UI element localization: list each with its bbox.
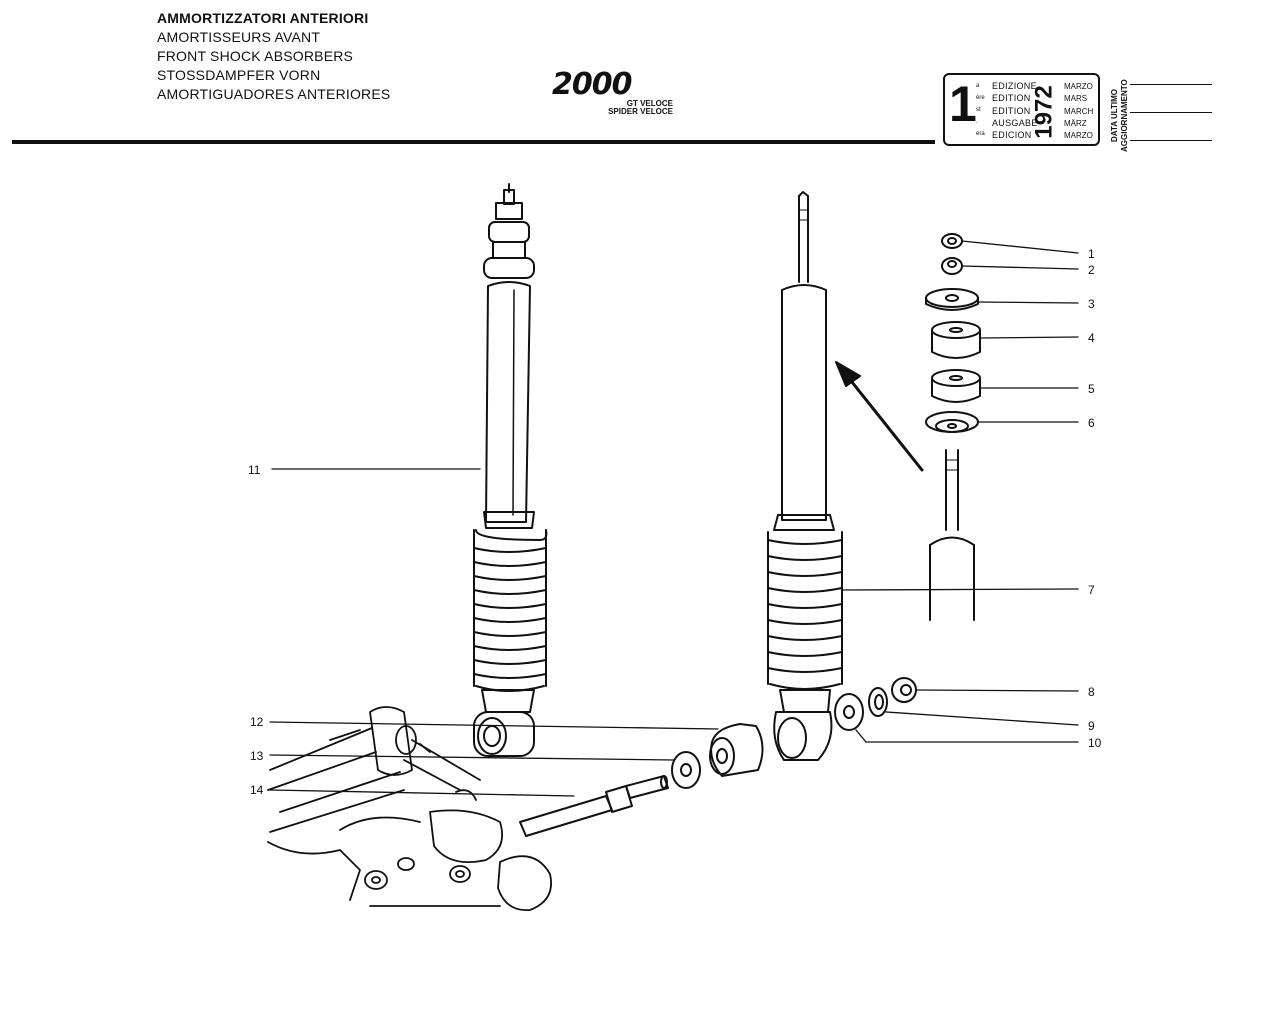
model-logo: 2000 GT VELOCE SPIDER VELOCE — [552, 70, 677, 120]
part-1-nut — [941, 233, 963, 249]
title-german: STOSSDAMPFER VORN — [157, 67, 321, 83]
part-label-2: 2 — [1088, 263, 1095, 277]
edition-label-es: EDICION — [992, 130, 1032, 140]
part-12-bush — [709, 723, 764, 777]
edition-month-es: MARZO — [1064, 131, 1093, 140]
part-8-nut — [891, 677, 917, 703]
part-numbers: 1 2 3 4 5 6 7 8 9 10 11 12 13 14 — [248, 247, 1102, 797]
edition-month-en: MARCH — [1064, 107, 1094, 116]
part-6-cup-washer — [925, 411, 979, 433]
part-label-14: 14 — [250, 783, 264, 797]
part-10-washer — [834, 693, 864, 731]
edition-number: 1 — [949, 76, 977, 132]
right-shock-absorber — [767, 191, 843, 761]
logo-sub-gt: GT VELOCE — [626, 99, 673, 108]
part-label-9: 9 — [1088, 719, 1095, 733]
update-line-3 — [1130, 140, 1212, 141]
direction-arrow — [842, 370, 924, 472]
part-label-13: 13 — [250, 749, 264, 763]
right-bellows — [767, 531, 843, 690]
part-label-7: 7 — [1088, 583, 1095, 597]
update-line-1 — [1130, 84, 1212, 85]
logo-sub-spider: SPIDER VELOCE — [608, 107, 673, 116]
part-label-3: 3 — [1088, 297, 1095, 311]
part-14-bolt — [519, 775, 669, 837]
suspension-arm — [267, 706, 552, 911]
leader-lines — [269, 240, 1079, 797]
title-italian: AMMORTIZZATORI ANTERIORI — [157, 10, 369, 26]
part-9-spring-washer — [868, 687, 888, 717]
update-line-2 — [1130, 112, 1212, 113]
logo-main: 2000 — [552, 67, 632, 102]
title-english: FRONT SHOCK ABSORBERS — [157, 48, 354, 64]
title-spanish: AMORTIGUADORES ANTERIORES — [157, 86, 391, 102]
edition-superscripts: a ère st . era — [976, 83, 985, 137]
part-5-rubber-bush — [931, 369, 981, 403]
stem-detail — [929, 449, 975, 621]
part-label-10: 10 — [1088, 736, 1102, 750]
edition-month-fr: MARS — [1064, 94, 1088, 103]
part-label-1: 1 — [1088, 247, 1095, 261]
part-2-nut — [941, 257, 963, 275]
part-label-8: 8 — [1088, 685, 1095, 699]
part-13-washer — [671, 751, 701, 789]
part-label-6: 6 — [1088, 416, 1095, 430]
part-4-rubber-bush — [931, 321, 981, 359]
left-bellows — [473, 529, 548, 692]
part-3-washer — [925, 288, 979, 311]
edition-month-de: MÄRZ — [1064, 119, 1087, 128]
title-french: AMORTISSEURS AVANT — [157, 29, 321, 45]
edition-label-en: EDITION — [992, 106, 1031, 116]
header-rule — [12, 140, 935, 144]
left-shock-absorber — [473, 183, 548, 757]
part-label-5: 5 — [1088, 382, 1095, 396]
part-label-12: 12 — [250, 715, 264, 729]
part-label-11: 11 — [248, 463, 261, 477]
edition-box — [943, 73, 1100, 146]
edition-label-fr: EDITION — [992, 93, 1031, 103]
edition-month-it: MARZO — [1064, 82, 1093, 91]
part-label-4: 4 — [1088, 331, 1095, 345]
title-block: AMMORTIZZATORI ANTERIORI AMORTISSEURS AV… — [157, 9, 390, 104]
edition-label-it: EDIZIONE — [992, 81, 1037, 91]
edition-label-de: AUSGABE — [992, 118, 1038, 128]
